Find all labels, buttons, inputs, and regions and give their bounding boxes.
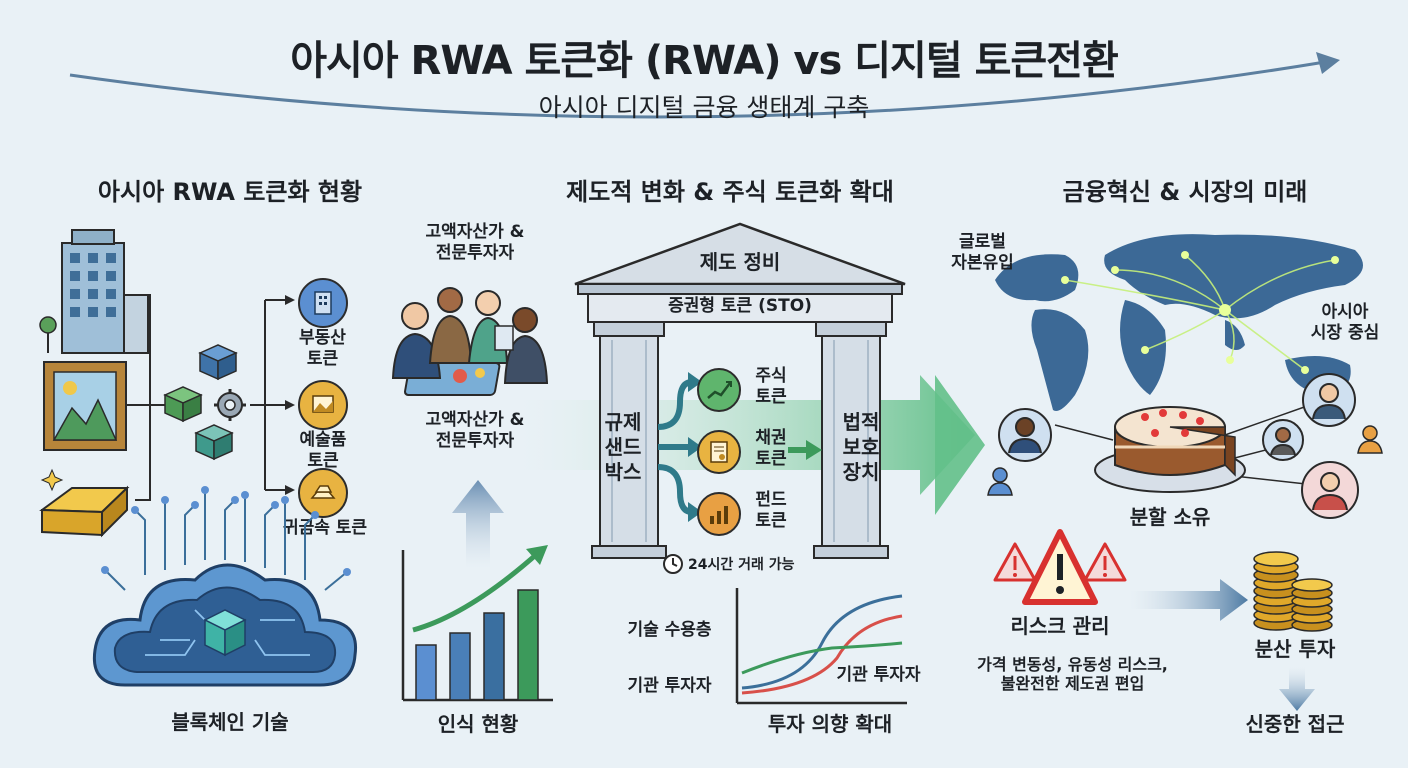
warning-icon <box>993 529 1127 605</box>
trading-hours-label: 24시간 거래 가능 <box>688 557 795 573</box>
stock-token-icon <box>697 368 741 412</box>
investment-intent-label: 투자 의향 확대 <box>767 712 893 736</box>
section-title-market-future: 금융혁신 & 시장의 미래 <box>1062 178 1308 206</box>
art-token-label: 예술품 토큰 <box>299 430 347 472</box>
down-arrow <box>1279 667 1315 711</box>
awareness-label: 인식 현황 <box>437 712 519 736</box>
right-flow-arrow <box>935 375 985 515</box>
roof-label: 제도 정비 <box>699 250 781 274</box>
regulatory-sandbox-label: 규제 샌드 박스 <box>604 410 642 484</box>
fractional-ownership-label: 분할 소유 <box>1129 505 1211 529</box>
fractional-ownership-cake <box>987 373 1383 519</box>
risk-to-diversify-arrow <box>1130 579 1248 621</box>
section-title-institutional-change: 제도적 변화 & 주식 토큰화 확대 <box>566 178 894 206</box>
risk-management-label: 리스크 관리 <box>1010 614 1110 638</box>
institution-curve-label: 기관 투자자 <box>836 665 921 685</box>
upward-arrow <box>452 480 504 568</box>
real-estate-token-label: 부동산 토큰 <box>299 328 346 370</box>
investors-group-icon <box>391 287 549 396</box>
page-title: 아시아 RWA 토큰화 (RWA) vs 디지털 토큰전환 <box>290 38 1119 84</box>
global-capital-label: 글로벌 자본유입 <box>951 232 1014 274</box>
stock-token-label: 주식 토큰 <box>755 366 787 408</box>
investors-label-top: 고액자산가 & 전문투자자 <box>425 222 525 264</box>
risk-description: 가격 변동성, 유동성 리스크, 불완전한 제도권 편입 <box>977 655 1168 694</box>
world-map <box>995 234 1363 411</box>
bond-token-icon <box>697 430 741 474</box>
adoption-label: 기술 수용층 <box>627 620 712 640</box>
building-icon <box>39 229 149 354</box>
painting-icon <box>43 361 127 451</box>
real-estate-token-icon <box>298 278 348 328</box>
fund-token-icon <box>697 492 741 536</box>
blockchain-cloud-icon <box>92 486 358 687</box>
adoption-line-chart <box>735 588 907 705</box>
legal-protection-label: 법적 보호 장치 <box>842 410 880 484</box>
asia-center-label: 아시아 시장 중심 <box>1310 302 1380 344</box>
coin-stack-icon <box>1253 551 1333 632</box>
header-swoosh-arrow <box>69 52 1340 119</box>
institution-label: 기관 투자자 <box>627 676 712 696</box>
token-cubes-icon <box>163 344 246 461</box>
blockchain-tech-label: 블록체인 기술 <box>171 710 289 734</box>
sto-beam-label: 증권형 토큰 (STO) <box>668 296 812 316</box>
gold-bar-icon <box>39 468 130 538</box>
diversify-label: 분산 투자 <box>1254 637 1336 661</box>
cautious-approach-label: 신중한 접근 <box>1245 712 1345 736</box>
left-connector-lines <box>125 294 295 501</box>
art-token-icon <box>298 380 348 430</box>
investors-label-bottom: 고액자산가 & 전문투자자 <box>425 410 525 452</box>
precious-metal-token-icon <box>298 468 348 518</box>
precious-metal-token-label: 귀금속 토큰 <box>282 518 368 538</box>
fund-token-label: 펀드 토큰 <box>755 490 787 532</box>
awareness-bar-chart <box>401 545 553 702</box>
clock-icon <box>663 554 683 574</box>
bond-token-label: 채권 토큰 <box>755 428 787 470</box>
institution-building <box>574 222 906 559</box>
section-title-rwa-status: 아시아 RWA 토큰화 현황 <box>97 178 363 206</box>
page-subtitle: 아시아 디지털 금융 생태계 구축 <box>538 93 870 122</box>
